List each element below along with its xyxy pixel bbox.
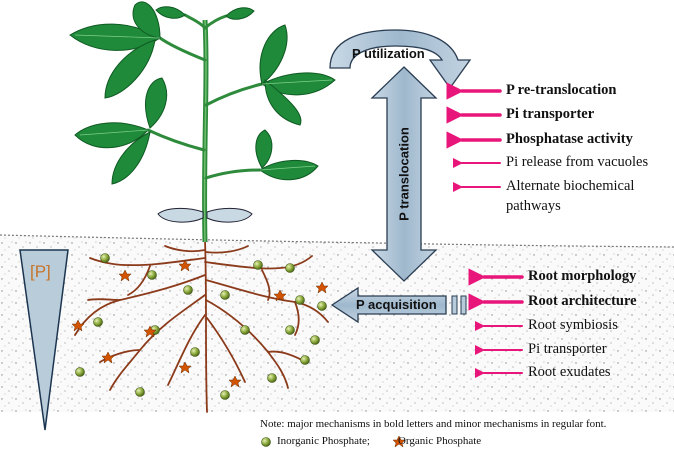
acquisition-item-root-architecture: Root architecture: [528, 293, 637, 310]
legend-inorganic-label: Inorganic Phosphate;: [277, 435, 370, 447]
cotyledon-right: [207, 208, 252, 222]
p-acquisition-label: P acquisition: [356, 297, 437, 312]
footnote: Note: major mechanisms in bold letters a…: [260, 418, 606, 430]
acquisition-item-root-symbiosis: Root symbiosis: [528, 317, 618, 334]
legend-organic-label: Organic Phosphate: [398, 435, 481, 447]
acquisition-item-root-morphology: Root morphology: [528, 268, 636, 285]
utilization-item-pathways: pathways: [506, 198, 561, 215]
utilization-item-pi-release-vacuoles: Pi release from vacuoles: [506, 154, 648, 171]
cotyledon-left: [158, 208, 203, 222]
acquisition-item-root-exudates: Root exudates: [528, 364, 611, 381]
utilization-item-pi-transporter: Pi transporter: [506, 106, 594, 123]
utilization-item-p-retranslocation: P re-translocation: [506, 82, 616, 99]
acquisition-item-pi-transporter: Pi transporter: [528, 341, 607, 358]
p-translocation-label: P translocation: [397, 127, 412, 221]
utilization-pink-arrows: [462, 91, 500, 187]
utilization-item-phosphatase-activity: Phosphatase activity: [506, 131, 633, 148]
p-utilization-label: P utilization: [352, 46, 425, 61]
soil-p-label: [P]: [30, 262, 51, 282]
utilization-item-alternate-biochemical: Alternate biochemical: [506, 178, 634, 195]
legend: Inorganic Phosphate; Organic Phosphate: [262, 435, 481, 447]
